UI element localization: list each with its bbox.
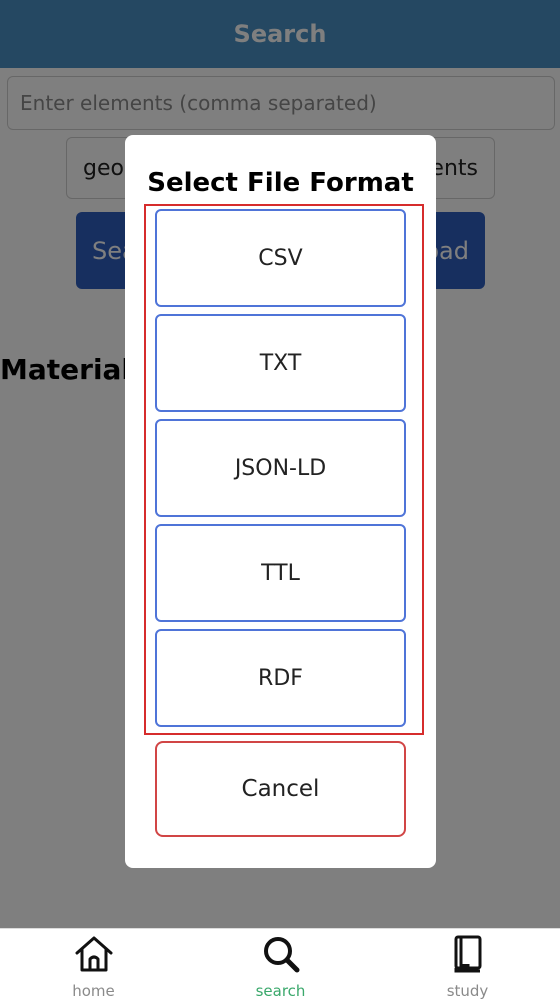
cancel-button[interactable]: Cancel (155, 741, 406, 837)
format-options-group (144, 204, 424, 735)
tab-study[interactable]: study (374, 929, 560, 1004)
bottom-tab-bar: home search study (0, 928, 560, 1004)
format-button-txt[interactable]: TXT (155, 314, 406, 412)
file-format-dialog: Select File Format CSV TXT JSON-LD TTL R… (125, 135, 436, 868)
search-icon (260, 933, 302, 979)
format-button-json-ld[interactable]: JSON-LD (155, 419, 406, 517)
format-button-ttl[interactable]: TTL (155, 524, 406, 622)
home-icon (73, 933, 115, 979)
tab-study-label: study (446, 982, 489, 1000)
format-button-rdf[interactable]: RDF (155, 629, 406, 727)
book-icon (447, 933, 489, 979)
tab-home[interactable]: home (0, 929, 187, 1004)
format-button-csv[interactable]: CSV (155, 209, 406, 307)
dialog-title: Select File Format (147, 168, 414, 198)
tab-search-label: search (255, 982, 306, 1000)
tab-search[interactable]: search (187, 929, 374, 1004)
tab-home-label: home (72, 982, 115, 1000)
